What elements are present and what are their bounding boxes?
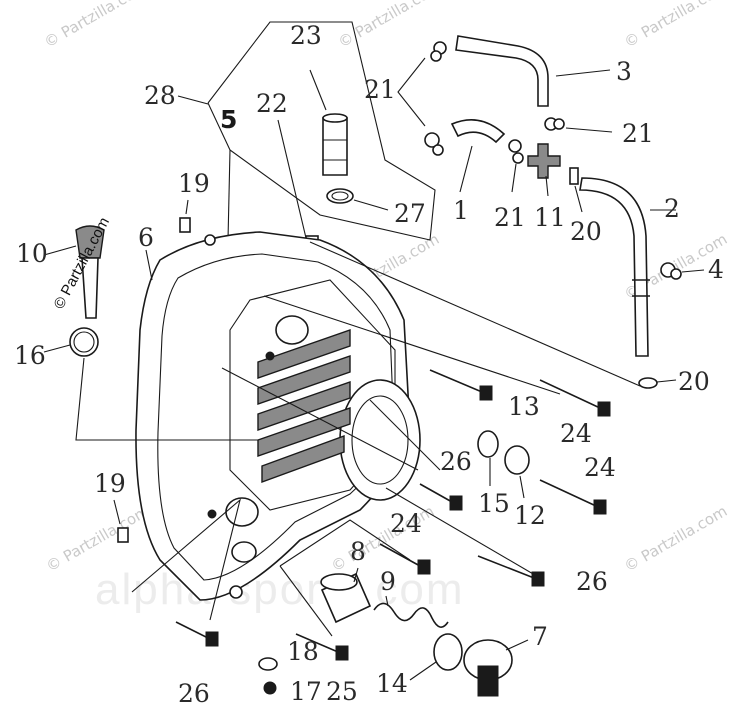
- callout-4: 4: [708, 255, 724, 284]
- fitting-parts: [527, 143, 705, 389]
- callout-27: 27: [394, 199, 426, 228]
- callout-1: 1: [453, 196, 469, 225]
- o-ring-part: [326, 188, 389, 211]
- callout-21-left: 21: [364, 75, 396, 104]
- watermark-partzilla: © Partzilla.com: [335, 0, 444, 51]
- filter-parts: [320, 567, 529, 697]
- watermark-site: alpha-sports.com: [95, 565, 464, 614]
- watermark-partzilla: © Partzilla.com: [621, 502, 730, 575]
- crankcase-cover-part: [135, 231, 421, 601]
- o-ring-part: [43, 327, 99, 357]
- callout-19-top: 19: [178, 169, 210, 198]
- callout-21-right: 21: [622, 119, 654, 148]
- small-hardware-parts: [258, 657, 278, 695]
- callout-20-top: 20: [570, 217, 602, 246]
- callout-3: 3: [616, 57, 632, 86]
- callout-23: 23: [290, 21, 322, 50]
- callout-10: 10: [16, 239, 48, 268]
- watermark-partzilla: © Partzilla.com: [621, 0, 730, 51]
- dowel-pin-parts: [113, 199, 191, 543]
- callout-17: 17: [290, 677, 322, 706]
- callout-labels: 1 2 3 4 5 6 7 8 9 10 11 12 13 14 15 16 1…: [14, 21, 724, 708]
- callout-24-right: 24: [584, 453, 616, 482]
- callout-12: 12: [514, 501, 546, 530]
- callout-6: 6: [138, 223, 154, 252]
- hose-clip-parts: [397, 41, 613, 193]
- callout-26-top: 26: [440, 447, 472, 476]
- callout-5: 5: [220, 105, 237, 134]
- callout-9: 9: [380, 567, 396, 596]
- plug-parts: [477, 430, 530, 499]
- callout-2: 2: [664, 194, 680, 223]
- dipstick-part: [43, 225, 105, 319]
- callout-25: 25: [326, 677, 358, 706]
- callout-28: 28: [144, 81, 176, 110]
- watermark-partzilla: © Partzilla.com: [41, 0, 150, 51]
- leader-lines: [75, 241, 641, 637]
- breather-group-outline: [177, 21, 436, 241]
- callout-15: 15: [478, 489, 510, 518]
- callout-18: 18: [287, 637, 319, 666]
- callout-22: 22: [256, 89, 288, 118]
- callout-13: 13: [508, 392, 540, 421]
- callout-11: 11: [534, 203, 566, 232]
- callout-8: 8: [350, 537, 366, 566]
- callout-26-right: 26: [576, 567, 608, 596]
- callout-20-right: 20: [678, 367, 710, 396]
- callout-7: 7: [532, 622, 548, 651]
- callout-24-top: 24: [560, 419, 592, 448]
- bolt-parts: [175, 369, 611, 661]
- callout-19-left: 19: [94, 469, 126, 498]
- callout-14: 14: [376, 669, 408, 698]
- hose-parts: [450, 35, 676, 357]
- callout-26-bottom: 26: [178, 679, 210, 708]
- callout-21-bottom: 21: [494, 203, 526, 232]
- breather-pipe-part: [309, 69, 348, 176]
- callout-16: 16: [14, 341, 46, 370]
- callout-24-middle: 24: [390, 509, 422, 538]
